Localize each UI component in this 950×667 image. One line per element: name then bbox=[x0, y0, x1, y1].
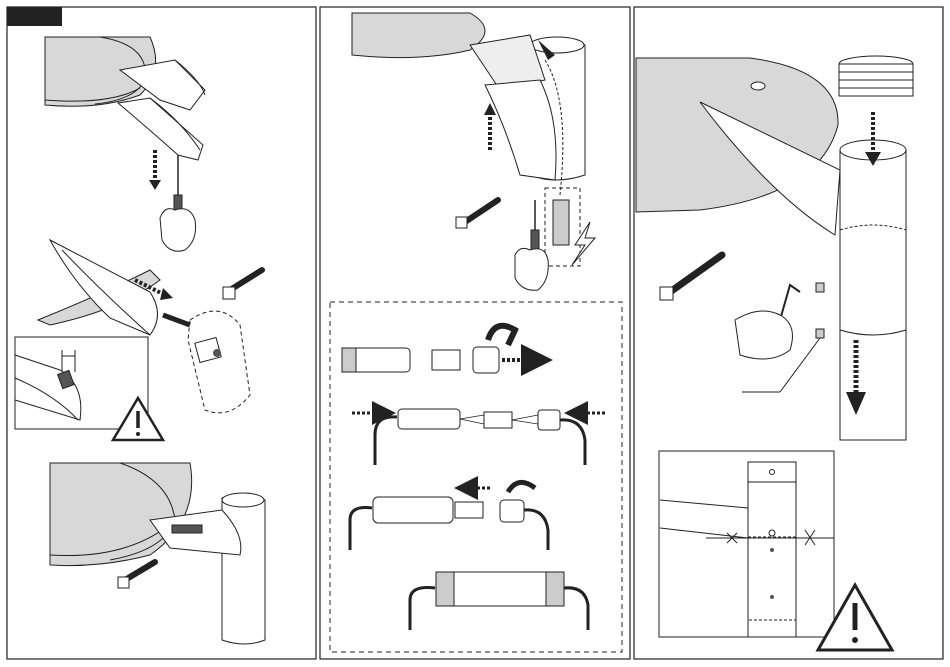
connector-cap bbox=[473, 347, 499, 373]
pole-cap bbox=[839, 56, 913, 96]
panel-2 bbox=[320, 7, 630, 659]
connector-body bbox=[398, 409, 460, 429]
connector-cap bbox=[538, 410, 560, 430]
panel-1 bbox=[7, 7, 316, 659]
connector-assembled bbox=[436, 572, 564, 606]
hand bbox=[160, 209, 196, 252]
connector-cap bbox=[500, 500, 524, 522]
luminaire-disc bbox=[352, 13, 485, 58]
hand bbox=[515, 248, 548, 290]
detail-inset bbox=[15, 337, 163, 440]
connector-insert bbox=[432, 350, 460, 370]
hand bbox=[735, 311, 792, 359]
connector-body bbox=[373, 497, 453, 523]
panel-3 bbox=[634, 7, 943, 659]
step-tab bbox=[7, 7, 62, 26]
